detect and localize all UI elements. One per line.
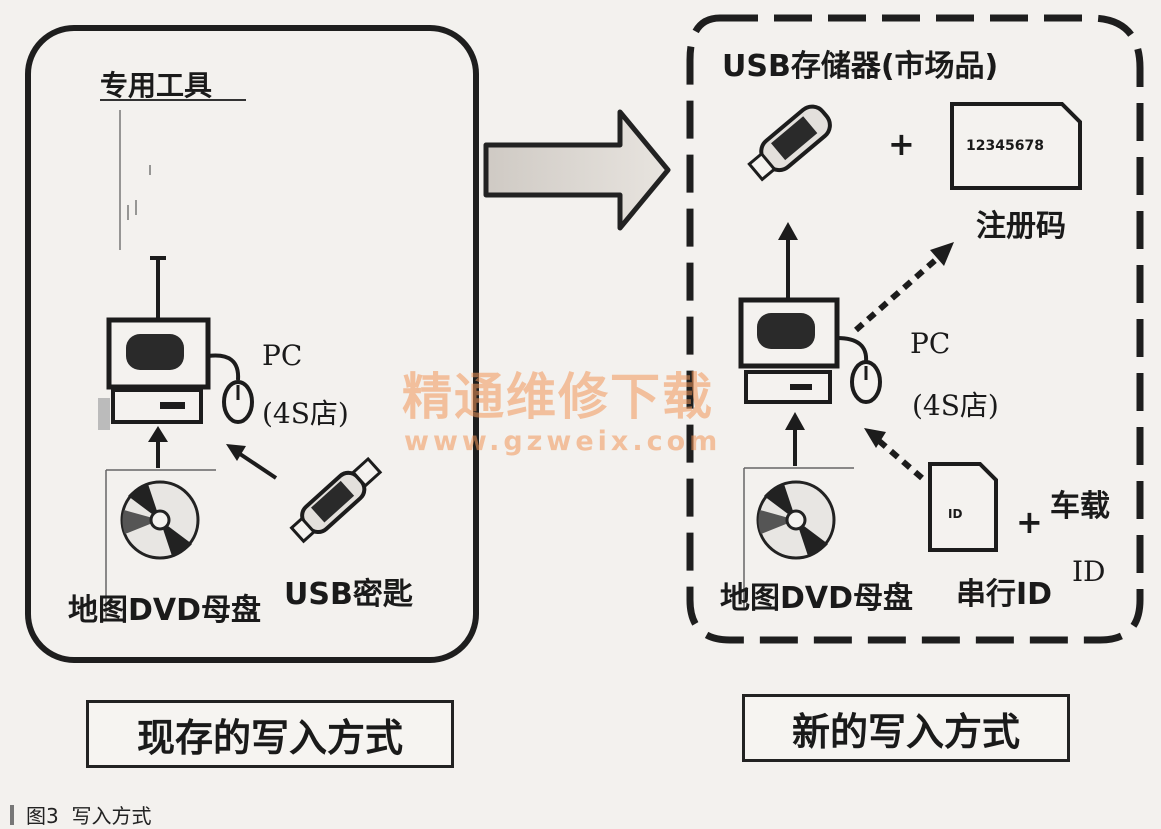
- reg-code-label: 注册码: [976, 209, 1066, 244]
- left-pc-label: PC: [262, 339, 303, 372]
- tool-label: 专用工具: [100, 69, 213, 102]
- left-dvd-icon: [105, 469, 216, 620]
- id-card-doc-icon: [928, 462, 998, 552]
- right-usb-storage-icon: [747, 104, 832, 182]
- left-dvd-to-pc-arrow: [148, 426, 168, 468]
- left-caption-box: 现存的写入方式: [86, 700, 454, 768]
- right-pc-to-regcode-dotted-arrow: [854, 242, 954, 333]
- right-dvd-to-pc-arrow: [785, 412, 805, 466]
- figure-caption-text: 图3 写入方式: [26, 804, 152, 828]
- right-pc-to-usb-arrow: [778, 222, 798, 298]
- watermark-url: www.gzweix.com: [404, 426, 722, 457]
- id-card-text: ID: [948, 507, 963, 521]
- usb-key-label: USB密匙: [284, 577, 413, 612]
- left-dvd-label: 地图DVD母盘: [68, 593, 262, 628]
- left-panel-border: [25, 25, 479, 663]
- tool-lines: [119, 110, 151, 250]
- left-caption-text: 现存的写入方式: [136, 715, 403, 760]
- right-shop-label: (4S店): [912, 389, 999, 422]
- vehicle-id-label: ID: [1072, 555, 1106, 588]
- right-panel-border: [686, 14, 1144, 644]
- left-usb-key-icon: [289, 456, 383, 544]
- left-shop-label: (4S店): [262, 397, 349, 430]
- reg-code-doc-icon: [950, 102, 1082, 190]
- caption-bar: [10, 804, 14, 825]
- plus-bottom: +: [1016, 503, 1043, 541]
- vehicle-label: 车载: [1050, 489, 1110, 524]
- plus-top: +: [888, 125, 915, 163]
- transition-arrow: [483, 109, 671, 231]
- watermark-title: 精通维修下载: [402, 368, 714, 426]
- right-dvd-label: 地图DVD母盘: [720, 581, 914, 616]
- usb-storage-label: USB存储器(市场品): [722, 49, 999, 84]
- right-caption-box: 新的写入方式: [742, 694, 1070, 762]
- figure-caption: 图3 写入方式: [10, 800, 151, 829]
- left-usb-to-pc-arrow: [226, 444, 278, 480]
- serial-id-label: 串行ID: [956, 577, 1053, 612]
- reg-code-value: 12345678: [966, 138, 1044, 154]
- right-pc-monitor-icon: [738, 297, 840, 404]
- right-dvd-icon: [743, 467, 854, 610]
- right-id-to-pc-dotted-arrow: [864, 428, 924, 481]
- left-pc-monitor-icon: [98, 317, 211, 430]
- left-mouse-icon: [207, 353, 254, 424]
- right-caption-text: 新的写入方式: [791, 709, 1020, 754]
- right-mouse-icon: [836, 336, 882, 404]
- right-pc-label: PC: [910, 327, 951, 360]
